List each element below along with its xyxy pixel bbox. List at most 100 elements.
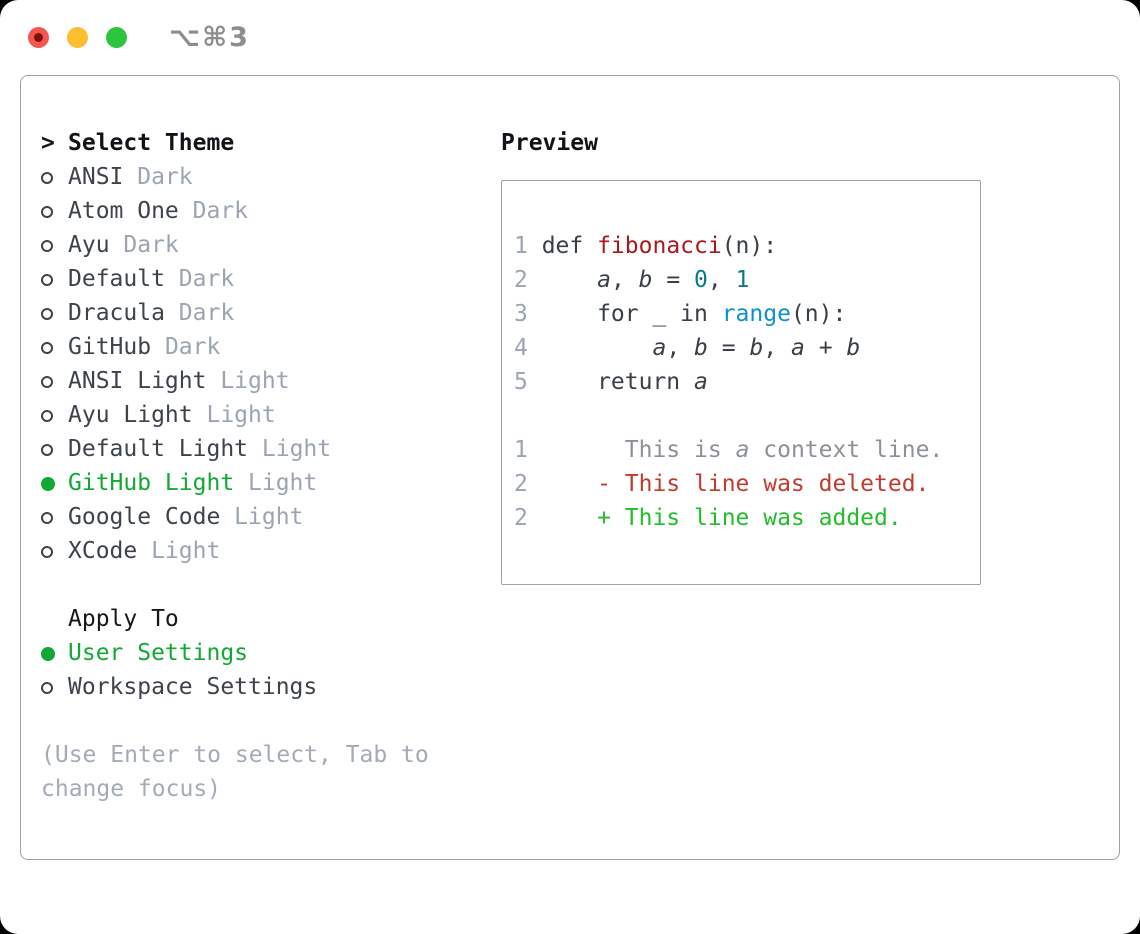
line-number: 2: [514, 471, 528, 497]
radio-unselected-icon: [41, 171, 53, 184]
variant-label: Dark: [123, 232, 179, 258]
code-segment: + This line was added.: [541, 505, 902, 531]
apply-to-header: Apply To: [41, 602, 501, 636]
code-segment: ,: [666, 335, 695, 361]
radio-unselected-icon: [41, 239, 53, 252]
code-segment: a: [652, 335, 667, 361]
minimize-button-icon[interactable]: [67, 27, 88, 48]
line-number: 1: [514, 233, 528, 259]
option-label: Dracula: [68, 300, 179, 326]
window-title-shortcut: ⌥⌘3: [169, 22, 250, 53]
radio-icon: [41, 398, 68, 432]
theme-option[interactable]: Default Dark: [41, 262, 501, 296]
code-segment: (n):: [790, 301, 847, 327]
code-segment: [542, 335, 653, 361]
code-line: [514, 399, 968, 433]
radio-icon: [41, 228, 68, 262]
theme-option[interactable]: ANSI Dark: [41, 160, 501, 194]
code-segment: 1: [735, 267, 750, 293]
option-label: Default Light: [68, 436, 262, 462]
theme-option[interactable]: ANSI Light Light: [41, 364, 501, 398]
variant-label: Light: [261, 436, 332, 462]
radio-icon: [41, 534, 68, 568]
code-segment: a: [694, 369, 708, 395]
variant-label: Light: [220, 368, 290, 394]
cursor-icon: >: [41, 130, 55, 156]
code-line: 3 for _ in range(n):: [514, 297, 968, 331]
code-segment: def: [541, 233, 598, 259]
radio-icon: [41, 432, 68, 466]
variant-label: Dark: [178, 266, 235, 292]
radio-unselected-icon: [41, 307, 53, 320]
line-number: 1: [514, 437, 528, 463]
close-button-icon[interactable]: [28, 27, 49, 48]
theme-option[interactable]: Default Light Light: [41, 432, 501, 466]
apply-to-option[interactable]: Workspace Settings: [41, 670, 501, 704]
radio-unselected-icon: [41, 205, 53, 218]
zoom-button-icon[interactable]: [106, 27, 127, 48]
code-segment: 0: [694, 267, 708, 293]
traffic-lights: [28, 27, 145, 48]
radio-unselected-icon: [41, 375, 53, 388]
apply-to-title: Apply To: [68, 606, 179, 632]
option-label: ANSI Light: [68, 368, 221, 394]
radio-selected-icon: [41, 476, 55, 491]
theme-option[interactable]: Ayu Dark: [41, 228, 501, 262]
line-number: 3: [514, 301, 528, 327]
theme-option[interactable]: GitHub Dark: [41, 330, 501, 364]
code-segment: (n):: [721, 233, 778, 259]
radio-unselected-icon: [41, 443, 53, 456]
option-label: Workspace Settings: [68, 674, 318, 700]
variant-label: Light: [206, 402, 276, 428]
code-line: 2 + This line was added.: [514, 501, 968, 535]
code-segment: ,: [707, 267, 736, 293]
theme-option[interactable]: Ayu Light Light: [41, 398, 501, 432]
code-line: 4 a, b = b, a + b: [514, 331, 968, 365]
code-segment: a: [597, 267, 611, 293]
line-number: 5: [514, 369, 528, 395]
radio-icon: [41, 194, 68, 228]
radio-unselected-icon: [41, 681, 53, 694]
option-label: Atom One: [68, 198, 193, 224]
code-segment: a: [735, 437, 750, 463]
variant-label: Light: [151, 538, 221, 564]
variant-label: Dark: [164, 334, 221, 360]
titlebar: ⌥⌘3: [0, 0, 1140, 75]
option-label: GitHub Light: [68, 470, 249, 496]
apply-to-option[interactable]: User Settings: [41, 636, 501, 670]
theme-option[interactable]: GitHub Light Light: [41, 466, 501, 500]
option-label: Ayu Light: [68, 402, 207, 428]
code-line: 5 return a: [514, 365, 968, 399]
option-label: Ayu: [68, 232, 124, 258]
radio-icon: [41, 330, 68, 364]
theme-option[interactable]: Atom One Dark: [41, 194, 501, 228]
code-line: 1 def fibonacci(n):: [514, 229, 968, 263]
code-segment: b: [694, 335, 708, 361]
theme-option[interactable]: Google Code Light: [41, 500, 501, 534]
code-segment: fibonacci: [597, 233, 722, 259]
code-segment: b: [638, 267, 653, 293]
radio-icon: [41, 364, 68, 398]
option-label: Default: [68, 266, 179, 292]
code-segment: b: [846, 335, 861, 361]
variant-label: Dark: [137, 164, 193, 190]
code-segment: return: [541, 369, 695, 395]
select-theme-title: Select Theme: [68, 130, 235, 156]
option-label: XCode: [68, 538, 152, 564]
theme-option[interactable]: XCode Light: [41, 534, 501, 568]
radio-icon: [41, 636, 68, 670]
code-segment: - This line was deleted.: [541, 471, 930, 497]
code-segment: This is: [541, 437, 736, 463]
code-segment: +: [804, 335, 847, 361]
line-number: 4: [514, 335, 528, 361]
code-segment: range: [721, 301, 791, 327]
theme-option[interactable]: Dracula Dark: [41, 296, 501, 330]
code-segment: for _ in: [541, 301, 722, 327]
radio-icon: [41, 670, 68, 704]
